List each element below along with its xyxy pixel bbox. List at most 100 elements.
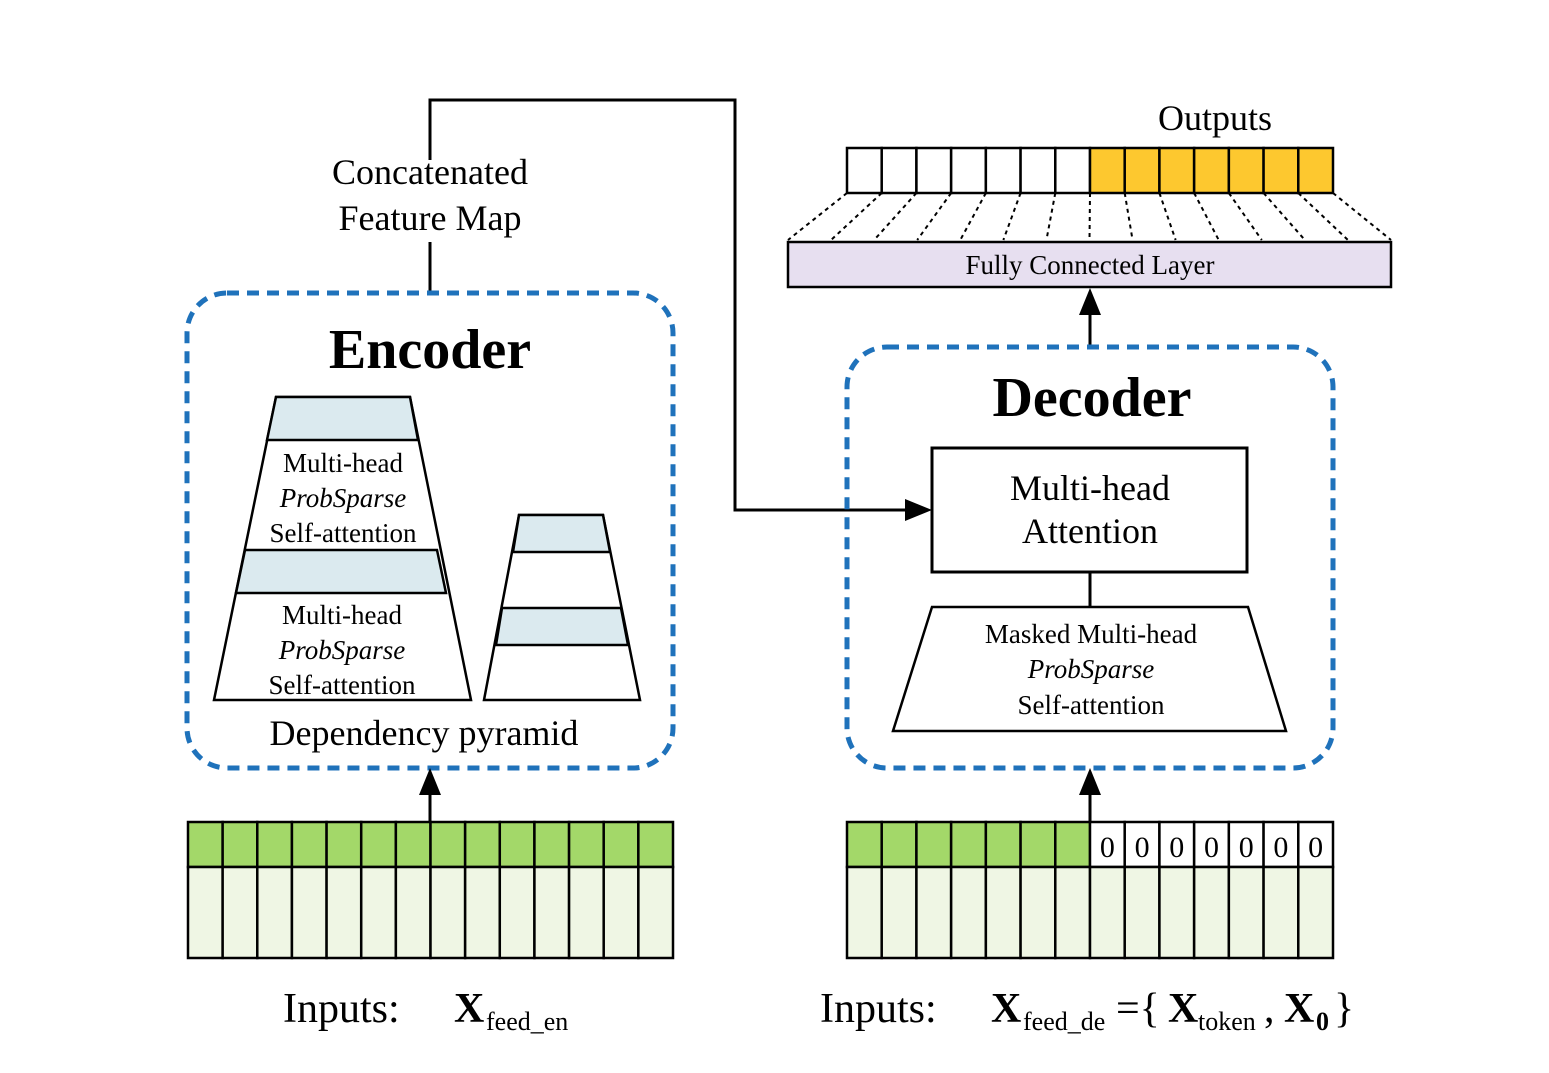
projection-line [1297, 192, 1349, 241]
projection-line [873, 192, 918, 241]
decoder-token-cell [845, 820, 883, 869]
encoder-input-bottom-cell [221, 865, 259, 960]
encoder-input-bottom-cell [567, 865, 605, 960]
outputs-grid [845, 146, 1335, 195]
zero-cell-label: 0 [1273, 831, 1288, 864]
projection-line [1088, 192, 1091, 241]
encoder-block: Encoder Multi-head ProbSparse Self-atten… [184, 290, 676, 771]
decoder-inputs-prefix: Inputs: [820, 986, 937, 1032]
zero-cell-label: 0 [1135, 831, 1150, 864]
encoder-input-top-cell [637, 820, 675, 869]
encoder-layer1-line3: Self-attention [270, 518, 417, 548]
output-cell [984, 146, 1022, 195]
output-cell [1019, 146, 1057, 195]
output-cell [949, 146, 988, 195]
connector-arrowhead [905, 499, 932, 521]
encoder-layer2-line1: Multi-head [282, 600, 402, 630]
encoder-layer1-line2: ProbSparse [279, 483, 407, 513]
decoder-token-cell [880, 820, 918, 869]
decoder-input-bottom-cell [1158, 865, 1196, 960]
zero-cell-label: 0 [1204, 831, 1219, 864]
encoder-inputs-subscript: feed_en [486, 1007, 568, 1036]
projection-line [1262, 192, 1306, 241]
decoder-input-bottom-cell [1054, 865, 1092, 960]
decoder-input-bottom-cell [880, 865, 918, 960]
encoder-input-top-cell [498, 820, 536, 869]
output-prediction-cell [1262, 146, 1300, 195]
decoder-input-bottom-cell [949, 865, 988, 960]
encoder-input-grid [186, 820, 675, 960]
decoder-zero-cell [1297, 820, 1335, 869]
encoder-input-top-cell [290, 820, 328, 869]
decoder-inputs-close: } [1334, 986, 1354, 1032]
pyramid-band-top [265, 395, 420, 442]
encoder-input-top-cell [256, 820, 294, 869]
output-cell [1054, 146, 1092, 195]
outputs-label: Outputs [1158, 98, 1272, 138]
decoder-inputs-equals: ={ [1116, 986, 1160, 1032]
projection-line [1228, 192, 1263, 241]
encoder-inputs-symbol: X [454, 986, 484, 1032]
output-cell [880, 146, 918, 195]
encoder-input-bottom-cell [394, 865, 432, 960]
encoder-input-top-cell [567, 820, 605, 869]
decoder-inputs-comma: , [1264, 986, 1275, 1032]
projection-line [1158, 192, 1177, 241]
decoder-input-arrowhead [1079, 768, 1101, 795]
decoder-output-arrowhead [1079, 288, 1101, 315]
decoder-inputs-symbol: X [991, 986, 1021, 1032]
output-cell [845, 146, 883, 195]
decoder-input-bottom-cell [845, 865, 883, 960]
output-prediction-cell [1158, 146, 1196, 195]
encoder-input-top-cell [429, 820, 467, 869]
decoder-input-bottom-cell [1297, 865, 1335, 960]
decoder-input-bottom-cell [1262, 865, 1300, 960]
decoder-input-bottom-cell [915, 865, 953, 960]
encoder-input-arrowhead [419, 768, 441, 795]
output-prediction-cell [1227, 146, 1265, 195]
attention-label-line2: Attention [1022, 511, 1158, 551]
decoder-zero-cell [1227, 820, 1265, 869]
decoder-input-bottom-cell [1192, 865, 1231, 960]
encoder-input-bottom-cell [325, 865, 363, 960]
output-projection-lines [787, 192, 1392, 241]
encoder-input-bottom-cell [359, 865, 398, 960]
encoder-inputs-prefix: Inputs: [283, 986, 400, 1032]
encoder-layer2-line3: Self-attention [269, 670, 416, 700]
masked-label-line1: Masked Multi-head [985, 619, 1198, 649]
pyramid-band-middle [234, 548, 448, 595]
projection-line [959, 192, 987, 241]
encoder-input-top-cell [394, 820, 432, 869]
encoder-input-top-cell [221, 820, 259, 869]
encoder-small-pyramid [482, 513, 642, 702]
fully-connected-layer [786, 240, 1393, 289]
decoder-inputs-subscript: feed_de [1023, 1007, 1105, 1036]
masked-attention-trapezoid [891, 605, 1288, 733]
projection-line [1193, 192, 1220, 241]
decoder-input-bottom-cell [1123, 865, 1161, 960]
decoder-inputs-zero-sub: 0 [1316, 1007, 1329, 1036]
dependency-pyramid-label: Dependency pyramid [270, 713, 579, 753]
decoder-token-cell [984, 820, 1022, 869]
decoder-input-bottom-cell [984, 865, 1022, 960]
zero-cell-label: 0 [1100, 831, 1115, 864]
projection-line [916, 192, 952, 241]
encoder-input-top-cell [186, 820, 224, 869]
decoder-title: Decoder [992, 367, 1191, 429]
decoder-inputs-zero-symbol: X [1284, 986, 1314, 1032]
output-prediction-cell [1192, 146, 1231, 195]
encoder-input-top-cell [359, 820, 398, 869]
encoder-input-top-cell [325, 820, 363, 869]
feature-map-label-line1: Concatenated [332, 152, 528, 192]
encoder-input-bottom-cell [186, 865, 224, 960]
encoder-input-top-cell [602, 820, 640, 869]
decoder-token-cell [915, 820, 953, 869]
encoder-layer2-line2: ProbSparse [278, 635, 406, 665]
decoder-dashed-border [844, 344, 1336, 771]
encoder-input-bottom-cell [463, 865, 502, 960]
encoder-input-top-cell [463, 820, 502, 869]
output-prediction-cell [1297, 146, 1335, 195]
decoder-token-cell [1054, 820, 1092, 869]
encoder-input-bottom-cell [602, 865, 640, 960]
